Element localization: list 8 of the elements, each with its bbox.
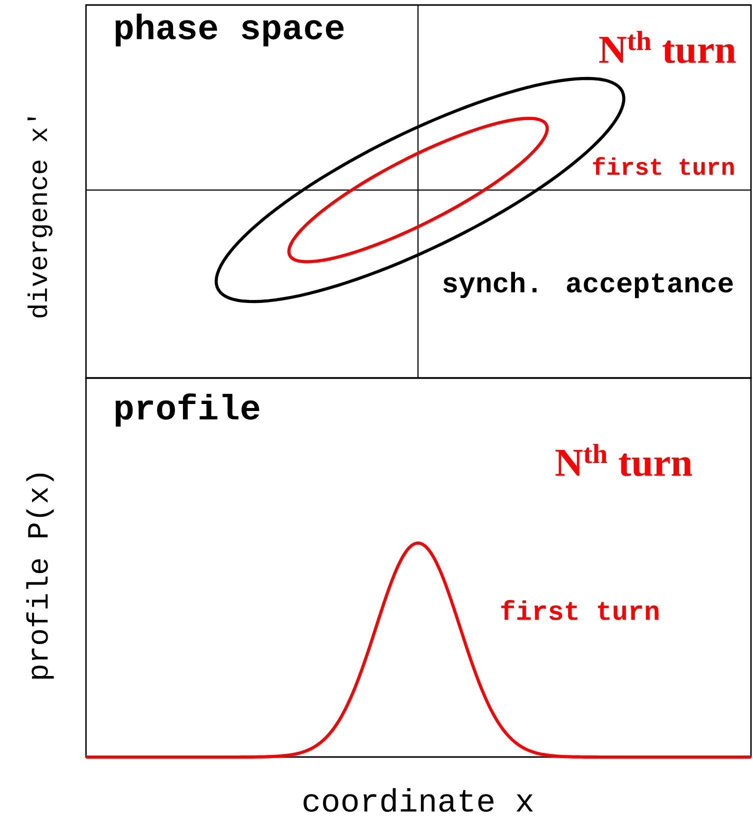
curve-label: first turn (593, 157, 734, 175)
axis-label: profile P(x) (26, 474, 54, 679)
axis-label: divergence x' (28, 117, 52, 318)
curve-label: synch. acceptance (443, 272, 733, 298)
turn-label: N$^{th}$ turn (555, 444, 692, 476)
curve-label: first turn (501, 600, 658, 620)
axis-label: coordinate x (304, 788, 533, 812)
turn-label: N$^{th}$ turn (599, 30, 736, 64)
